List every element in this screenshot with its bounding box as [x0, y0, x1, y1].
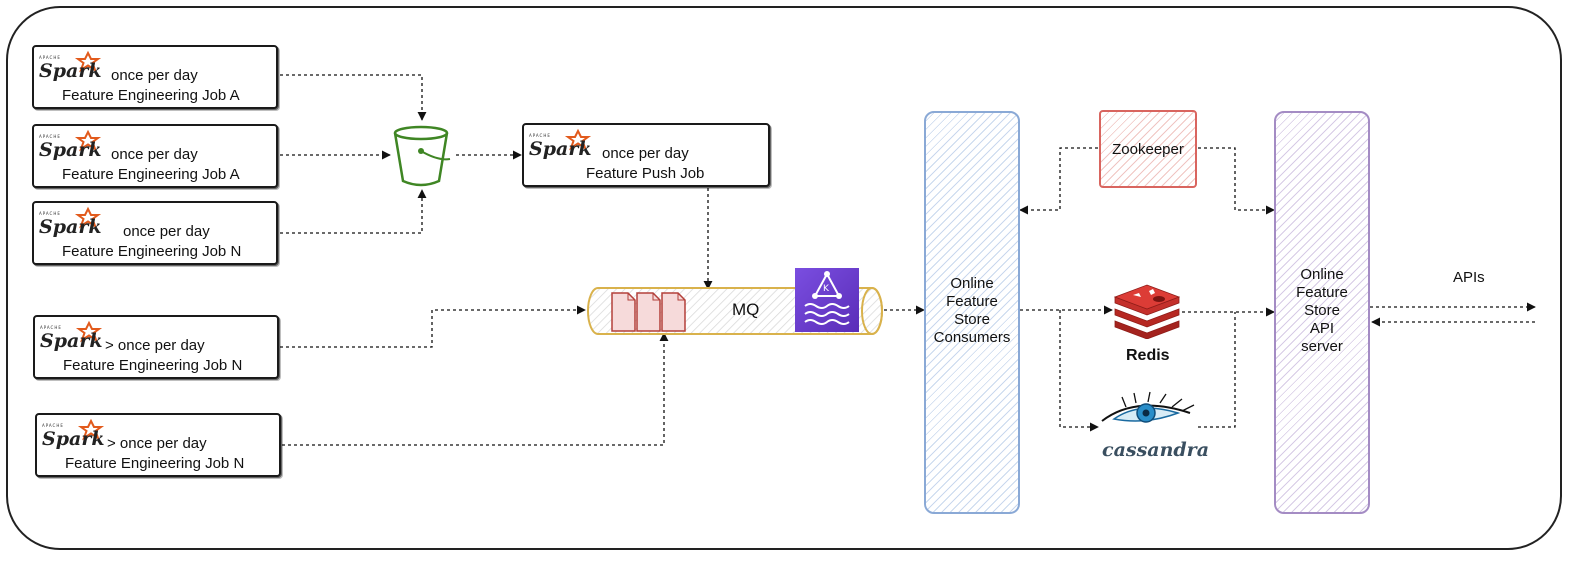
- job-name: Feature Engineering Job N: [65, 455, 245, 472]
- svg-text:APACHE: APACHE: [42, 423, 64, 428]
- push-job-frequency: once per day: [602, 145, 689, 162]
- s3-bucket-icon: [393, 125, 451, 187]
- arrow-cassandra-to-api: [1198, 312, 1236, 428]
- spark-job-a-2: APACHE Spark once per day Feature Engine…: [32, 124, 278, 188]
- svg-text:Spark: Spark: [40, 330, 103, 352]
- documents-icon: [611, 292, 686, 332]
- svg-text:APACHE: APACHE: [529, 133, 551, 138]
- cassandra-label: cassandra: [1102, 439, 1210, 461]
- svg-text:Spark: Spark: [42, 428, 105, 450]
- spark-logo-icon: APACHE Spark: [42, 418, 105, 450]
- spark-job-n-2: APACHE Spark > once per day Feature Engi…: [33, 315, 279, 379]
- job-frequency: once per day: [111, 67, 198, 84]
- arrow-jobN3-to-mq: [282, 332, 669, 446]
- job-name: Feature Engineering Job A: [62, 166, 240, 183]
- api-line-1: Online: [1300, 266, 1344, 283]
- consumers-line-4: Consumers: [933, 329, 1011, 346]
- spark-logo-icon: APACHE Spark: [39, 206, 102, 238]
- spark-logo-icon: APACHE Spark: [529, 128, 592, 160]
- consumers-line-1: Online: [950, 275, 994, 292]
- feature-push-job: APACHE Spark once per day Feature Push J…: [522, 123, 770, 187]
- kafka-icon: K: [795, 268, 859, 332]
- spark-logo-icon: APACHE Spark: [39, 50, 102, 82]
- apis-label: APIs: [1453, 269, 1485, 286]
- api-line-3: Store: [1304, 302, 1340, 319]
- arrow-jobA1-to-bucket: [280, 74, 427, 121]
- job-frequency: once per day: [123, 223, 210, 240]
- svg-text:APACHE: APACHE: [39, 134, 61, 139]
- arrow-zookeeper-to-api: [1198, 147, 1275, 215]
- zookeeper-node: Zookeeper: [1099, 110, 1197, 188]
- job-frequency: > once per day: [105, 337, 205, 354]
- consumers-line-2: Feature: [946, 293, 998, 310]
- cassandra-eye-icon: [1101, 391, 1195, 423]
- api-line-4: API: [1309, 320, 1335, 337]
- redis-icon: [1113, 284, 1181, 339]
- spark-logo-icon: APACHE Spark: [39, 129, 102, 161]
- arrow-zookeeper-to-consumers: [1019, 147, 1098, 215]
- diagram-frame: [6, 6, 1562, 550]
- svg-text:Spark: Spark: [529, 138, 592, 160]
- job-name: Feature Engineering Job N: [63, 357, 243, 374]
- svg-text:APACHE: APACHE: [39, 55, 61, 60]
- svg-text:APACHE: APACHE: [40, 325, 62, 330]
- job-name: Feature Engineering Job A: [62, 87, 240, 104]
- api-line-2: Feature: [1296, 284, 1348, 301]
- feature-store-consumers: Online Feature Store Consumers: [924, 111, 1020, 514]
- arrow-jobN-to-bucket: [280, 189, 427, 234]
- job-frequency: > once per day: [107, 435, 207, 452]
- svg-text:Spark: Spark: [39, 60, 102, 82]
- job-name: Feature Engineering Job N: [62, 243, 242, 260]
- svg-text:Spark: Spark: [39, 139, 102, 161]
- zookeeper-label: Zookeeper: [1112, 141, 1184, 158]
- arrow-jobN2-to-mq: [280, 305, 586, 348]
- feature-store-api-server: Online Feature Store API server: [1274, 111, 1370, 514]
- mq-label: MQ: [732, 300, 760, 319]
- spark-logo-icon: APACHE Spark: [40, 320, 103, 352]
- svg-text:K: K: [823, 284, 830, 294]
- spark-job-a-1: APACHE Spark once per day Feature Engine…: [32, 45, 278, 109]
- spark-job-n-1: APACHE Spark once per day Feature Engine…: [32, 201, 278, 265]
- job-frequency: once per day: [111, 146, 198, 163]
- svg-text:Spark: Spark: [39, 216, 102, 238]
- api-line-5: server: [1301, 338, 1343, 355]
- consumers-line-3: Store: [954, 311, 990, 328]
- svg-text:APACHE: APACHE: [39, 211, 61, 216]
- push-job-name: Feature Push Job: [586, 165, 705, 182]
- spark-job-n-3: APACHE Spark > once per day Feature Engi…: [35, 413, 281, 477]
- arrow-consumers-to-cassandra: [1059, 310, 1099, 432]
- redis-label: Redis: [1126, 347, 1170, 364]
